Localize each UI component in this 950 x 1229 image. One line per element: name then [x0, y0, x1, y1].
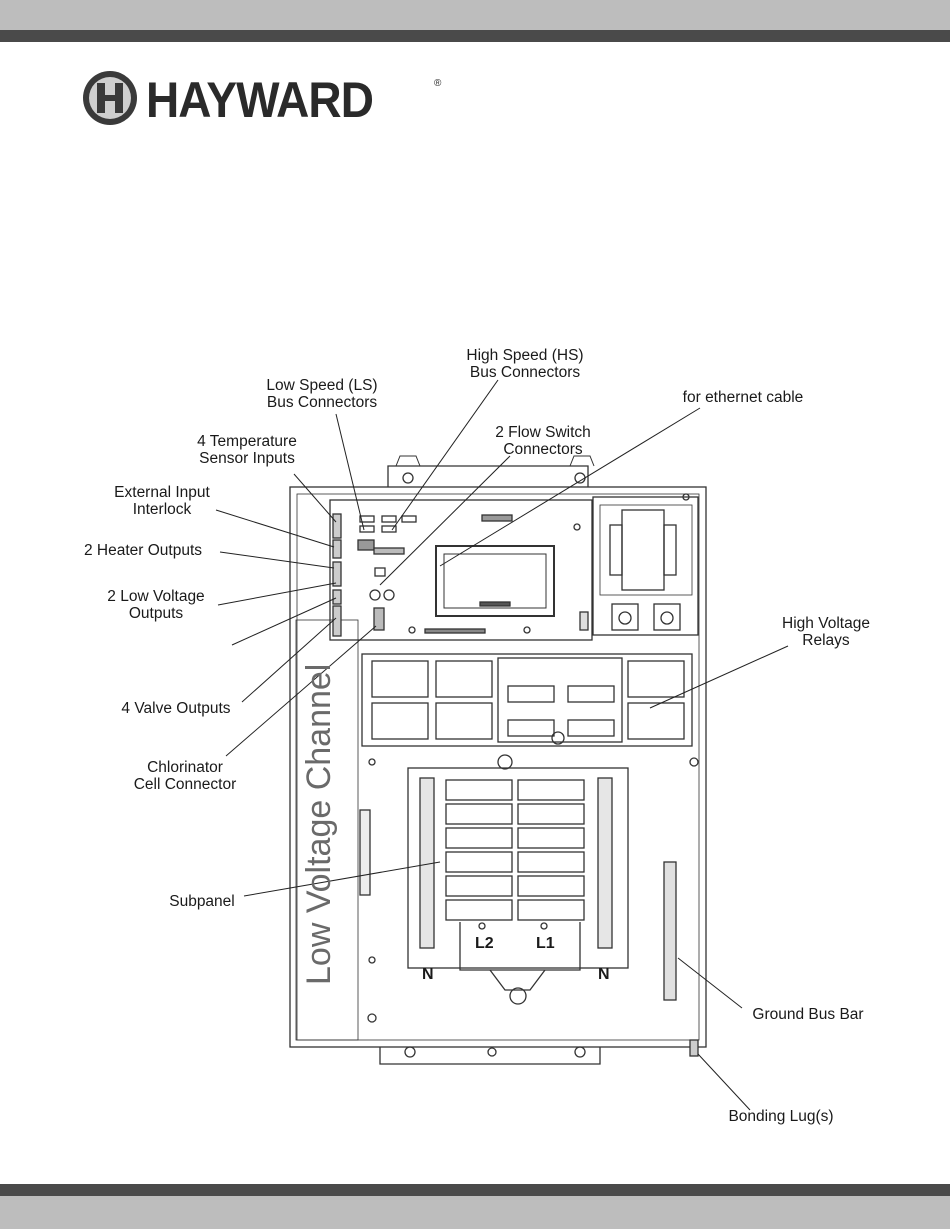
label-hv-relays: High Voltage Relays: [770, 615, 882, 649]
label-temp-sensor-line1: 4 Temperature: [197, 433, 297, 450]
label-subpanel: Subpanel: [160, 893, 244, 910]
label-low-voltage: 2 Low Voltage Outputs: [94, 588, 218, 622]
label-ext-input-line2: Interlock: [132, 501, 192, 518]
relay-group: [371, 660, 685, 740]
label-valve-line1: 4 Valve Outputs: [121, 700, 231, 717]
label-hs-bus-line2: Bus Connectors: [469, 364, 581, 381]
leader-chlorinator: [225, 625, 377, 757]
top-header-band: [0, 0, 950, 30]
label-hv-relays-line2: Relays: [802, 632, 850, 649]
relay-area: [361, 653, 693, 747]
flow-switch-connector: [374, 567, 386, 577]
hayward-h-icon: [83, 71, 137, 125]
leader-ext-input: [215, 509, 335, 548]
main-lugs: [459, 922, 581, 971]
leader-temp-sensor: [293, 473, 337, 523]
label-chlorinator-line1: Chlorinator: [147, 759, 223, 776]
leader-ls-bus: [335, 413, 365, 531]
leader-valve: [241, 617, 337, 703]
display-screen: [435, 545, 555, 617]
label-hs-bus: High Speed (HS) Bus Connectors: [455, 347, 595, 381]
leader-ground-bus: [677, 957, 743, 1009]
control-board: [329, 499, 593, 641]
label-ls-bus: Low Speed (LS) Bus Connectors: [252, 377, 392, 411]
enclosure-inner: [296, 493, 700, 1041]
bottom-footer-stripe: [0, 1184, 950, 1196]
low-voltage-channel-label: Low Voltage Channel: [300, 663, 338, 985]
label-low-voltage-line2: Outputs: [128, 605, 184, 622]
label-valve: 4 Valve Outputs: [110, 700, 242, 717]
hs-bus-connector: [381, 515, 397, 523]
breaker-rows: [445, 779, 585, 921]
label-flow-switch-line2: Connectors: [503, 441, 583, 458]
heater-connector: [332, 561, 342, 587]
bonding-lug: [689, 1039, 699, 1057]
mount-tab-bottom: [379, 1047, 601, 1065]
leader-heater: [219, 551, 335, 569]
mount-tab-top: [387, 465, 589, 487]
label-temp-sensor-line2: Sensor Inputs: [199, 450, 295, 467]
leader-flow-switch: [379, 455, 511, 586]
temp-sensor-connector: [332, 513, 342, 539]
label-ls-bus-line2: Bus Connectors: [266, 394, 378, 411]
leader-hv-relays: [649, 645, 789, 709]
registered-mark: ®: [434, 78, 442, 89]
leader-subpanel: [243, 861, 441, 897]
low-voltage-channel: [295, 619, 359, 1041]
ethernet-port: [579, 611, 589, 631]
label-hs-bus-line1: High Speed (HS): [466, 347, 584, 364]
terminal-l1: L1: [536, 935, 555, 952]
leader-hs-bus: [391, 379, 499, 531]
hayward-logo: HAYWARD ®: [82, 70, 462, 130]
label-low-voltage-line1: 2 Low Voltage: [107, 588, 205, 605]
label-ethernet-line1: for ethernet cable: [682, 389, 804, 406]
terminal-n-left: N: [422, 966, 434, 983]
low-voltage-connector: [332, 589, 342, 605]
label-subpanel-line1: Subpanel: [169, 893, 235, 910]
brand-name: HAYWARD: [146, 72, 374, 128]
label-hv-relays-line1: High Voltage: [782, 615, 870, 632]
label-bonding-lug-line1: Bonding Lug(s): [728, 1108, 834, 1125]
label-bonding-lug: Bonding Lug(s): [716, 1108, 846, 1125]
leader-bonding-lug: [697, 1053, 751, 1111]
label-heater: 2 Heater Outputs: [70, 542, 216, 559]
leader-extra: [231, 597, 337, 646]
leader-low-voltage: [217, 582, 337, 606]
terminal-n-right: N: [598, 966, 610, 983]
label-ls-bus-line1: Low Speed (LS): [266, 377, 378, 394]
ext-input-connector: [332, 539, 342, 559]
leader-ethernet: [439, 407, 701, 567]
label-flow-switch-line1: 2 Flow Switch: [495, 424, 591, 441]
ls-bus-connector: [359, 515, 375, 523]
label-ethernet: for ethernet cable: [670, 389, 816, 406]
chlorinator-connector: [373, 607, 385, 631]
label-chlorinator: Chlorinator Cell Connector: [120, 759, 250, 793]
top-header-stripe: [0, 30, 950, 42]
label-ext-input: External Input Interlock: [102, 484, 222, 518]
label-flow-switch: 2 Flow Switch Connectors: [482, 424, 604, 458]
bottom-footer-band: [0, 1196, 950, 1229]
label-temp-sensor: 4 Temperature Sensor Inputs: [184, 433, 310, 467]
label-heater-line1: 2 Heater Outputs: [83, 542, 203, 559]
ground-bus-bar: [663, 861, 677, 1001]
valve-connector: [332, 605, 342, 637]
terminal-l2: L2: [475, 935, 494, 952]
transformer-box: [592, 496, 699, 636]
label-chlorinator-line2: Cell Connector: [133, 776, 237, 793]
label-ground-bus: Ground Bus Bar: [738, 1006, 878, 1023]
label-ext-input-line1: External Input: [114, 484, 210, 501]
enclosure-outline: [289, 486, 707, 1048]
label-ground-bus-line1: Ground Bus Bar: [752, 1006, 864, 1023]
